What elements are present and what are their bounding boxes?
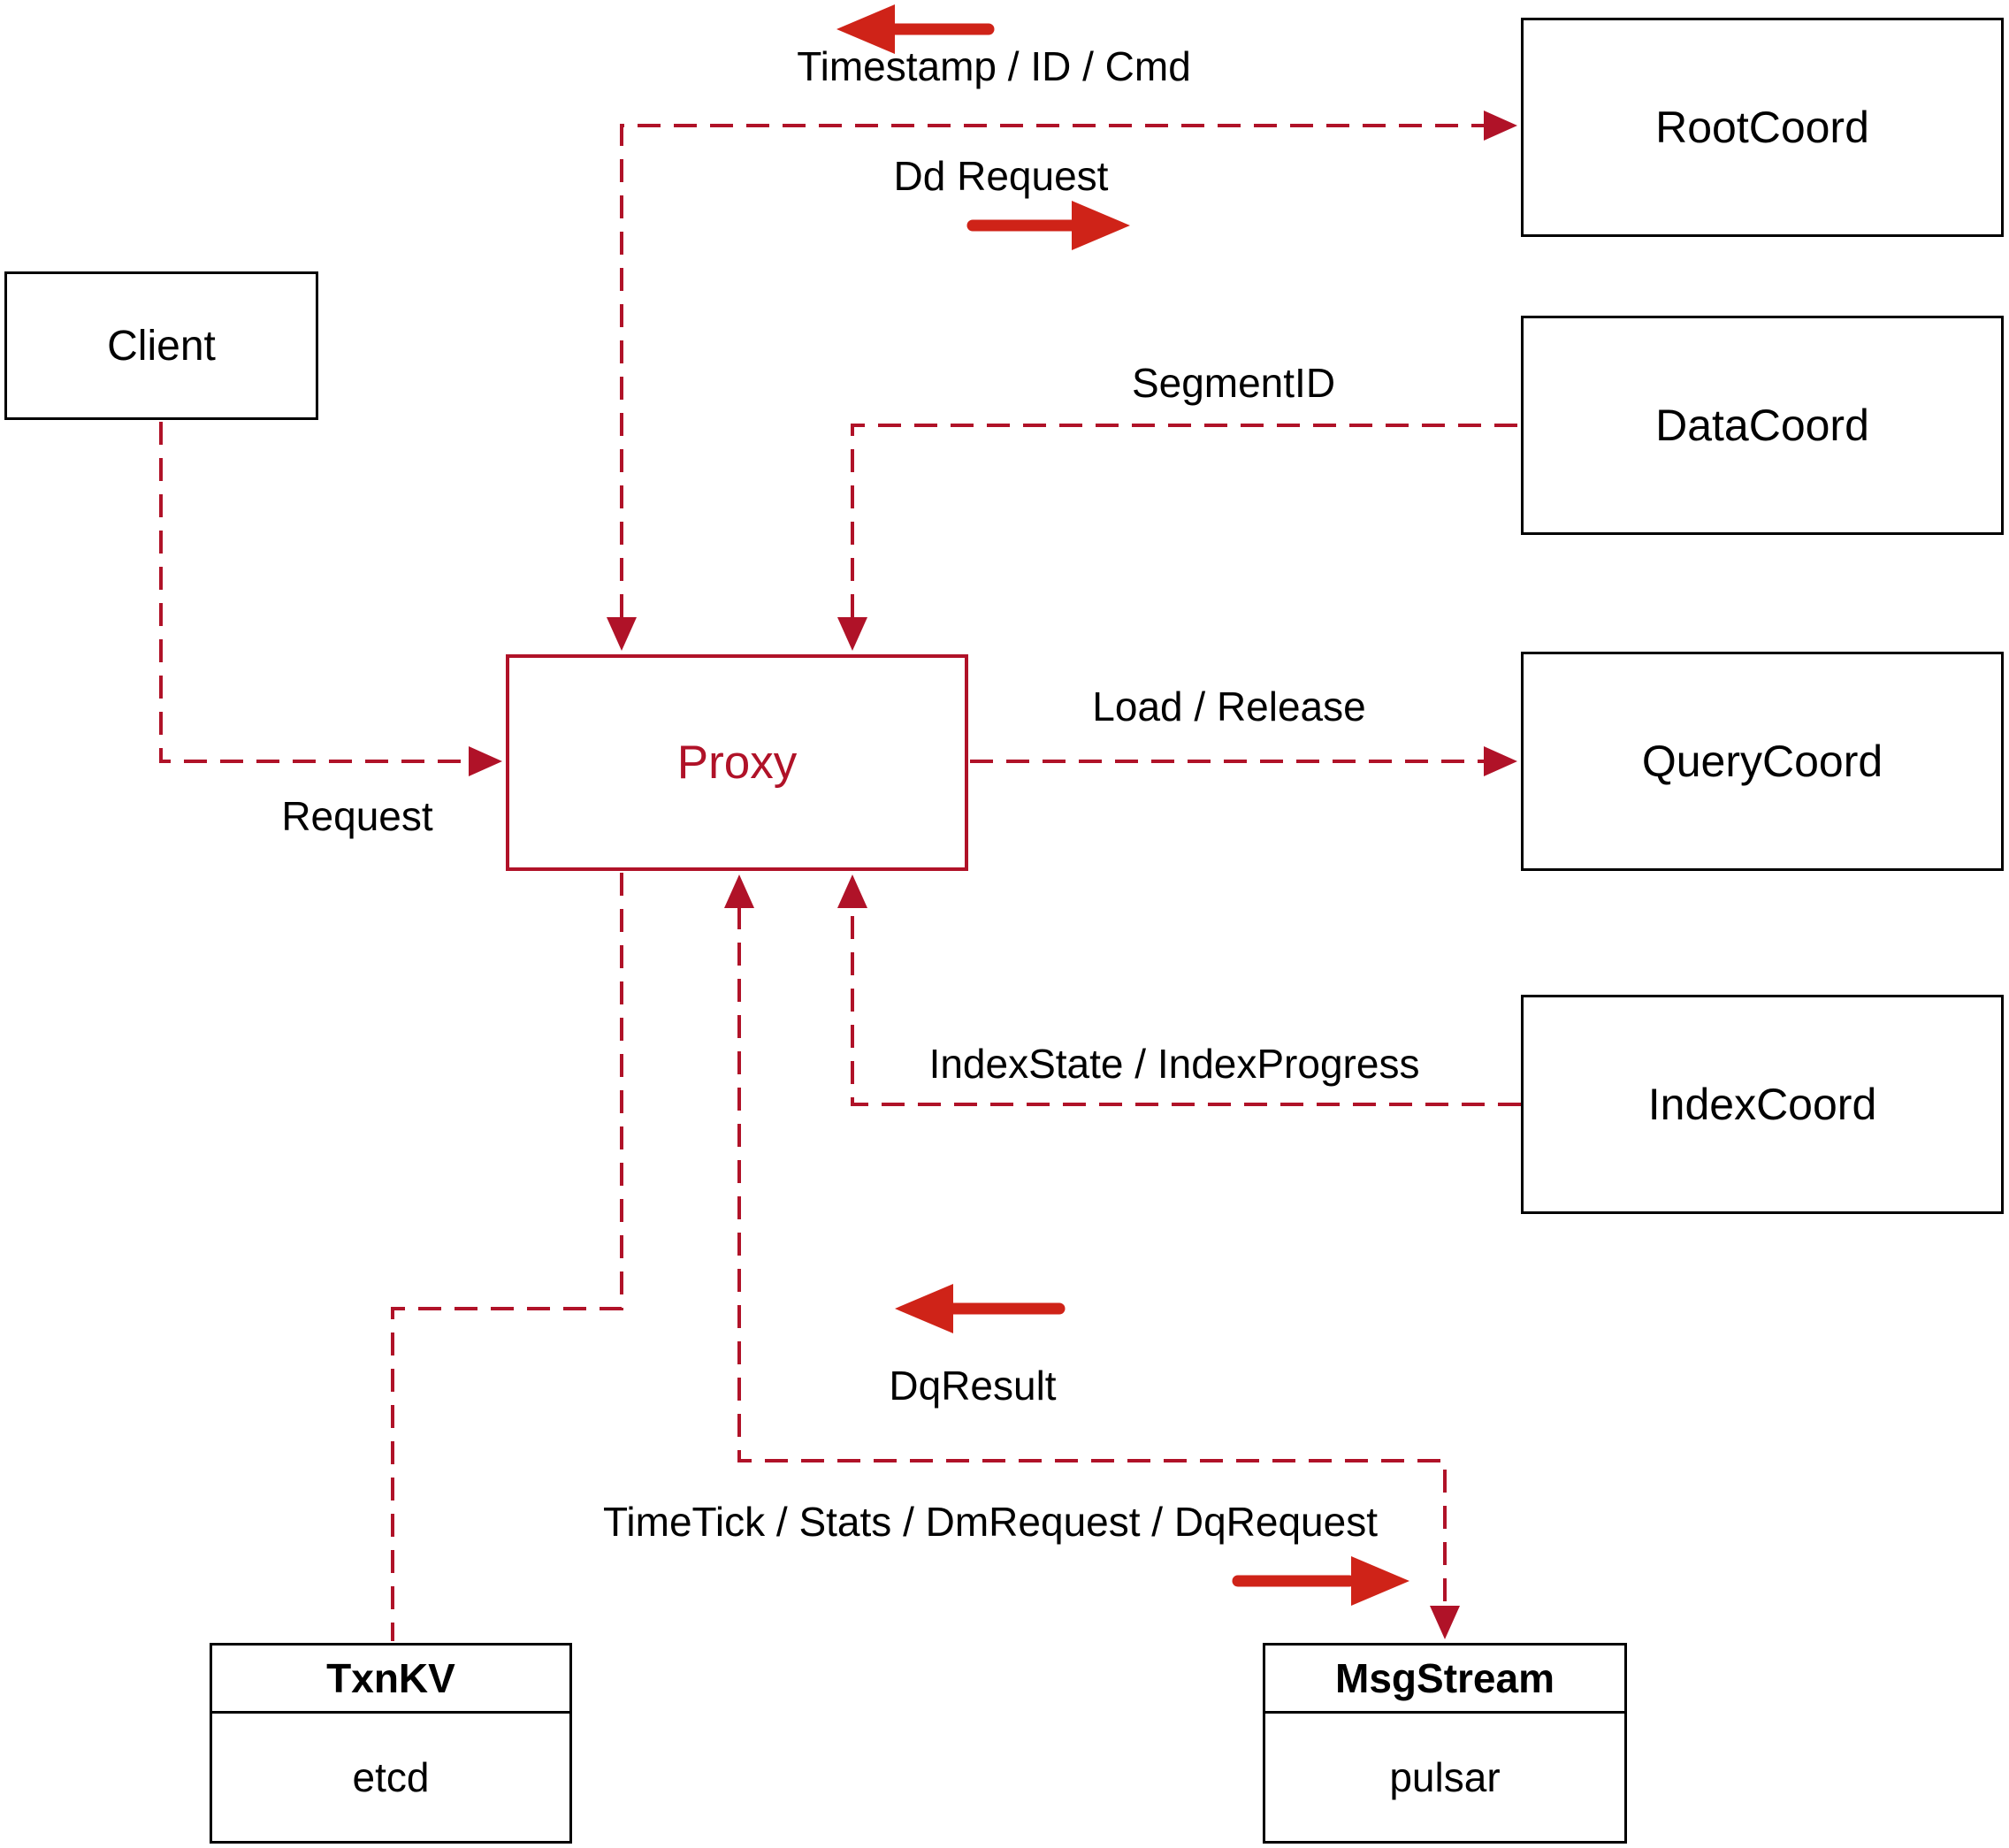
edge-label-load-release: Load / Release <box>1092 683 1366 729</box>
arrowhead-into-msgstream <box>1430 1606 1460 1639</box>
arrowhead-into-proxy-left <box>469 746 502 776</box>
arrowhead-into-proxy-bottom-left <box>724 874 754 908</box>
edge-proxy-msgstream <box>724 874 1460 1639</box>
node-datacoord: DataCoord <box>1521 316 2004 535</box>
node-rootcoord: RootCoord <box>1521 18 2004 237</box>
arrowhead-into-rootcoord <box>1484 111 1517 141</box>
node-txnkv-title: TxnKV <box>212 1646 569 1714</box>
node-indexcoord-label: IndexCoord <box>1647 1080 1877 1129</box>
edge-label-index-state: IndexState / IndexProgress <box>928 1041 1420 1087</box>
node-datacoord-label: DataCoord <box>1655 401 1869 450</box>
edge-datacoord-proxy <box>837 424 1521 651</box>
arrowhead-into-querycoord <box>1484 746 1517 776</box>
node-proxy: Proxy <box>506 654 968 871</box>
direction-arrow-right-timetick <box>1232 1556 1409 1606</box>
arrowhead-into-proxy-bottom-right <box>837 874 867 908</box>
edge-label-timestamp-id-cmd: Timestamp / ID / Cmd <box>797 43 1191 89</box>
edge-label-time-tick: TimeTick / Stats / DmRequest / DqRequest <box>603 1499 1378 1545</box>
node-proxy-label: Proxy <box>676 737 798 789</box>
edge-indexcoord-proxy <box>837 874 1521 1106</box>
node-txnkv: TxnKV etcd <box>210 1643 572 1844</box>
node-msgstream-title: MsgStream <box>1265 1646 1624 1714</box>
node-client-label: Client <box>107 322 216 370</box>
edge-label-dq-result: DqResult <box>889 1363 1057 1409</box>
direction-arrow-left-timestamp <box>836 4 995 54</box>
arrowhead-into-proxy-top-left <box>607 617 637 651</box>
edge-proxy-txnkv <box>391 873 623 1641</box>
edge-proxy-rootcoord <box>607 111 1517 651</box>
node-rootcoord-label: RootCoord <box>1655 103 1869 152</box>
node-txnkv-implementation: etcd <box>352 1754 430 1800</box>
direction-arrow-left-dqresult <box>895 1284 1066 1333</box>
edge-proxy-querycoord <box>970 746 1517 776</box>
edge-label-dd-request: Dd Request <box>893 153 1109 199</box>
node-querycoord: QueryCoord <box>1521 652 2004 871</box>
node-indexcoord: IndexCoord <box>1521 995 2004 1214</box>
direction-arrow-right-dd-request <box>966 201 1130 250</box>
node-client: Client <box>4 271 318 420</box>
node-msgstream-implementation: pulsar <box>1389 1754 1501 1800</box>
arrowhead-into-proxy-top-right <box>837 617 867 651</box>
node-msgstream: MsgStream pulsar <box>1263 1643 1627 1844</box>
edge-label-segment-id: SegmentID <box>1131 360 1336 406</box>
node-querycoord-label: QueryCoord <box>1641 737 1883 786</box>
edge-label-request: Request <box>281 793 433 839</box>
edge-client-proxy <box>159 422 502 776</box>
